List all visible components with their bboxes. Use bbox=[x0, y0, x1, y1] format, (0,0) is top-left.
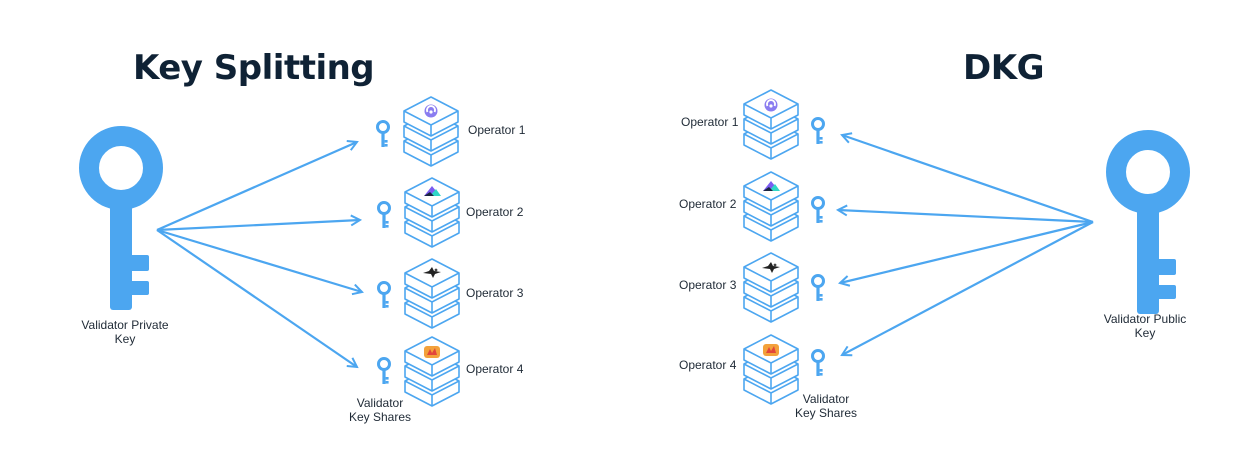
right-arrows bbox=[838, 135, 1094, 355]
dkg-operator-4-label: Operator 4 bbox=[679, 358, 737, 372]
key-share-icon-4 bbox=[377, 357, 391, 386]
operator-logo-orange-icon bbox=[424, 346, 440, 358]
operator-3-label: Operator 3 bbox=[466, 286, 524, 300]
arrow-from-key-to-operator-3 bbox=[840, 220, 1094, 283]
key-share-icon-3 bbox=[377, 281, 391, 310]
operator-1-label: Operator 1 bbox=[468, 123, 526, 137]
arrow-from-key-to-operator-4 bbox=[842, 221, 1094, 355]
dkg-key-share-icon-2 bbox=[811, 196, 825, 225]
left-arrows bbox=[156, 142, 362, 367]
dkg-key-share-icon-4 bbox=[811, 349, 825, 378]
validator-key-shares-label: Validator Key Shares bbox=[348, 396, 412, 424]
operator-4-label: Operator 4 bbox=[466, 362, 524, 376]
dkg-operator-2-label: Operator 2 bbox=[679, 197, 737, 211]
arrow-to-operator-1 bbox=[156, 142, 357, 232]
arrow-from-key-to-operator-2 bbox=[838, 210, 1094, 224]
key-share-icon-1 bbox=[376, 120, 390, 149]
key-share-icon-2 bbox=[377, 201, 391, 230]
dkg-operator-3-label: Operator 3 bbox=[679, 278, 737, 292]
operator-logo-purple-icon bbox=[423, 103, 439, 119]
operator-logo-orange-icon bbox=[763, 344, 779, 356]
validator-private-key-label: Validator Private Key bbox=[81, 318, 169, 346]
dkg-validator-key-shares-label: Validator Key Shares bbox=[794, 392, 858, 420]
dkg-key-share-icon-3 bbox=[811, 274, 825, 303]
dkg-key-share-icon-1 bbox=[811, 117, 825, 146]
validator-private-key-icon bbox=[89, 136, 153, 310]
key-splitting-title: Key Splitting bbox=[133, 48, 375, 88]
operator-logo-purple-icon bbox=[763, 97, 779, 113]
arrow-to-operator-3 bbox=[156, 228, 362, 292]
arrow-to-operator-4 bbox=[156, 229, 357, 367]
validator-public-key-icon bbox=[1116, 140, 1180, 314]
arrow-from-key-to-operator-1 bbox=[842, 135, 1094, 224]
operator-2-label: Operator 2 bbox=[466, 205, 524, 219]
validator-public-key-label: Validator Public Key bbox=[1103, 312, 1187, 340]
dkg-title: DKG bbox=[963, 48, 1044, 88]
dkg-operator-1-label: Operator 1 bbox=[681, 115, 739, 129]
arrow-to-operator-2 bbox=[156, 220, 360, 232]
